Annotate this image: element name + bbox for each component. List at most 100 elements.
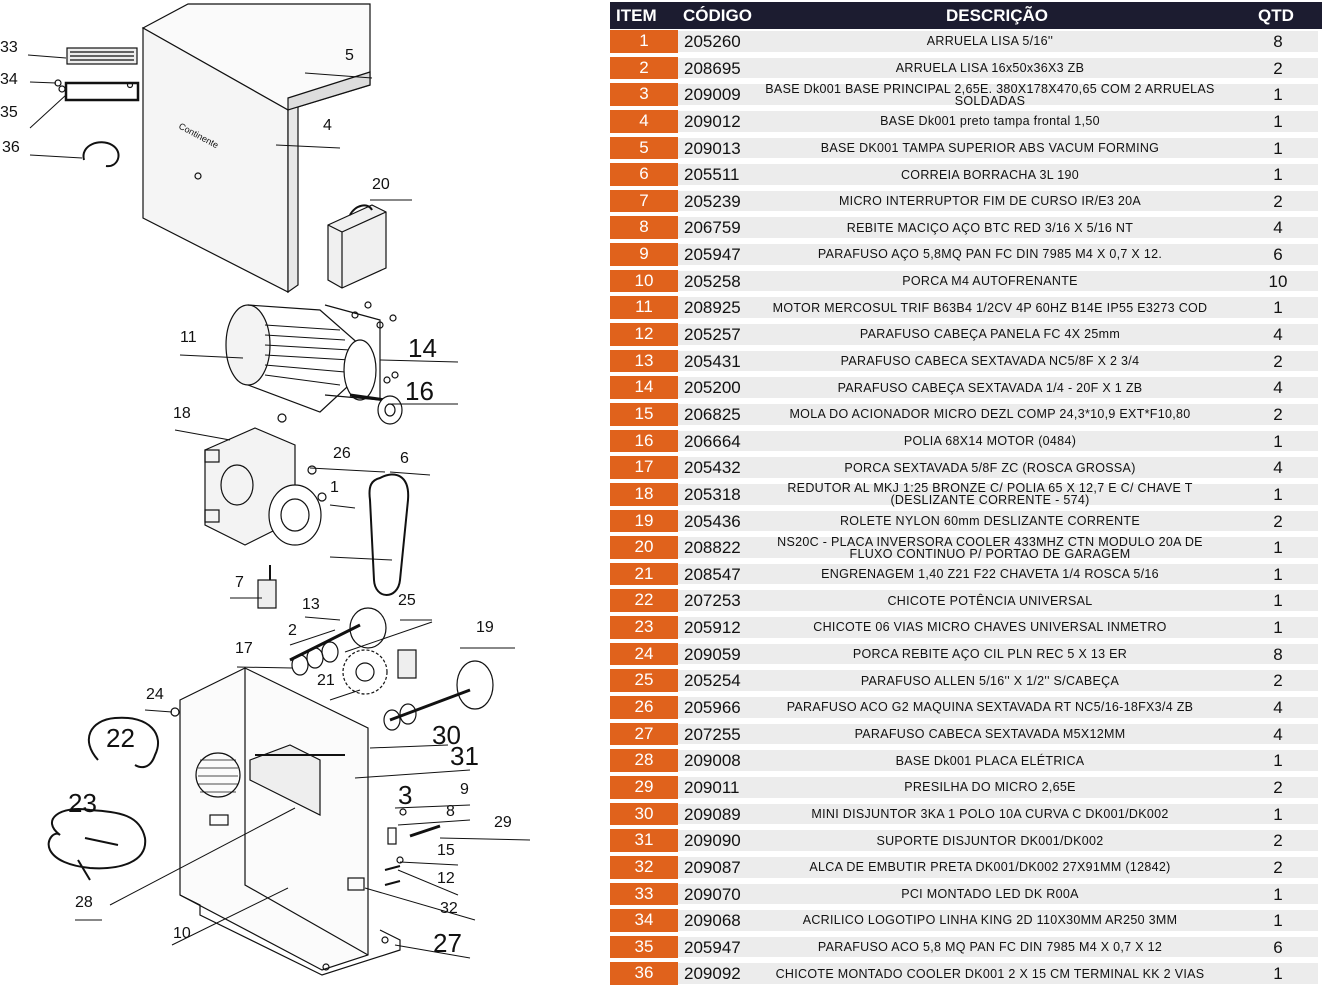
callout-11: 11: [180, 329, 197, 346]
callout-22: 22: [106, 723, 135, 753]
part-quantity: 1: [1273, 138, 1283, 158]
part-description: PARAFUSO CABECA SEXTAVADA NC5/8F X 2 3/4: [840, 354, 1140, 368]
row-shade: [678, 110, 1318, 132]
item-number: 24: [610, 642, 678, 666]
part-quantity: 1: [1273, 431, 1283, 451]
part-description: SUPORTE DISJUNTOR DK001/DK002: [876, 833, 1104, 848]
callout-31: 31: [450, 741, 479, 771]
part-description: MOTOR MERCOSUL TRIF B63B4 1/2CV 4P 60HZ …: [772, 300, 1208, 315]
callout-3: 3: [398, 780, 413, 810]
row-shade: [678, 617, 1318, 638]
part-quantity: 1: [1273, 804, 1283, 824]
part-code: 208695: [684, 58, 741, 78]
table-row: 26 205966 PARAFUSO ACO G2 MAQUINA SEXTAVAD…: [610, 695, 1322, 722]
callout-2: 2: [288, 622, 297, 639]
row-shade: [678, 403, 1318, 425]
row-shade: [678, 856, 1318, 878]
motor-drawing: [225, 301, 403, 425]
part-quantity: 2: [1273, 671, 1283, 691]
row-shade: [678, 297, 1318, 319]
row-shade: [678, 137, 1318, 159]
cover-drawing: [141, 3, 371, 294]
part-quantity: 4: [1273, 218, 1283, 238]
row-shade: [678, 590, 1318, 612]
item-number: 22: [610, 589, 678, 613]
part-quantity: 4: [1273, 724, 1283, 744]
part-description: ROLETE NYLON 60mm DESLIZANTE CORRENTE: [839, 513, 1141, 528]
callout-34: 34: [0, 71, 18, 88]
part-description: BASE DK001 TAMPA SUPERIOR ABS VACUM FORM…: [820, 140, 1160, 155]
row-shade: [678, 190, 1318, 212]
part-code: 209059: [684, 644, 741, 664]
item-number: 3: [610, 83, 678, 106]
part-quantity: 4: [1273, 378, 1283, 398]
row-shade: [678, 244, 1318, 265]
callout-21: 21: [317, 672, 335, 689]
callout-29: 29: [494, 814, 512, 831]
row-shade: [678, 750, 1318, 771]
part-code: 209087: [684, 857, 741, 877]
row-shade: [678, 670, 1318, 692]
part-quantity: 1: [1273, 911, 1283, 931]
part-code: 208822: [684, 538, 741, 558]
item-number: 6: [610, 163, 678, 186]
part-code: 209068: [684, 911, 741, 931]
callout-18: 18: [173, 405, 191, 422]
item-number: 35: [610, 935, 678, 959]
item-number: 25: [610, 669, 678, 693]
part-description: POLIA 68X14 MOTOR (0484): [903, 433, 1077, 448]
item-number: 8: [610, 216, 678, 240]
row-shade: [678, 723, 1318, 745]
callout-12: 12: [437, 870, 455, 887]
reducer-drawing: [204, 413, 327, 546]
part-code: 205200: [684, 378, 741, 398]
table-row: 24 209059 PORCA REBITE AÇO CIL PLN REC 5 X…: [610, 641, 1322, 669]
row-shade: [678, 324, 1318, 345]
row-shade: [678, 643, 1318, 665]
table-row: 35 205947 PARAFUSO ACO 5,8 MQ PAN FC DIN 7…: [610, 934, 1322, 962]
part-description: ACRILICO LOGOTIPO LINHA KING 2D 110X30MM…: [802, 913, 1178, 928]
part-quantity: 8: [1273, 644, 1283, 664]
row-shade: [678, 430, 1318, 452]
callout-14: 14: [408, 333, 437, 363]
part-description: PORCA REBITE AÇO CIL PLN REC 5 X 13 ER: [852, 647, 1128, 662]
table-header: ITEM CÓDIGO DESCRIÇÃO QTD: [610, 2, 1322, 29]
part-quantity: 6: [1273, 245, 1283, 265]
callout-30: 30: [432, 720, 461, 750]
part-code: 205966: [684, 698, 741, 718]
item-number: 21: [610, 562, 678, 586]
part-description: PARAFUSO ACO 5,8 MQ PAN FC DIN 7985 M4 X…: [817, 940, 1163, 955]
part-code: 205432: [684, 458, 741, 478]
part-description: PARAFUSO ACO G2 MAQUINA SEXTAVADA RT NC5…: [786, 700, 1194, 715]
rivet-nut-drawing: [170, 707, 180, 717]
part-code: 205947: [684, 937, 741, 957]
part-description: CHICOTE 06 VIAS MICRO CHAVES UNIVERSAL I…: [813, 620, 1167, 635]
row-shade: [678, 776, 1318, 798]
item-number: 30: [610, 802, 678, 826]
part-code: 206825: [684, 404, 741, 424]
power-cable-drawing: [87, 716, 160, 769]
header-code: CÓDIGO: [683, 6, 752, 25]
acrylic-logo-drawing: [54, 79, 140, 102]
item-number: 26: [610, 696, 678, 719]
part-code: 205258: [684, 271, 741, 291]
diagram-drawing: Continente: [27, 3, 531, 976]
part-description: NS20C - PLACA INVERSORA COOLER 433MHZ CT…: [777, 534, 1203, 561]
part-description: ENGRENAGEM 1,40 Z21 F22 CHAVETA 1/4 ROSC…: [821, 567, 1159, 582]
item-number: 29: [610, 775, 678, 799]
part-description: REDUTOR AL MKJ 1:25 BRONZE C/ POLIA 65 X…: [787, 481, 1193, 508]
part-quantity: 2: [1273, 857, 1283, 877]
part-description: PARAFUSO ALLEN 5/16'' X 1/2'' S/CABEÇA: [860, 673, 1120, 688]
part-code: 207253: [684, 591, 741, 611]
part-quantity: 1: [1273, 564, 1283, 584]
item-number: 11: [610, 296, 678, 320]
